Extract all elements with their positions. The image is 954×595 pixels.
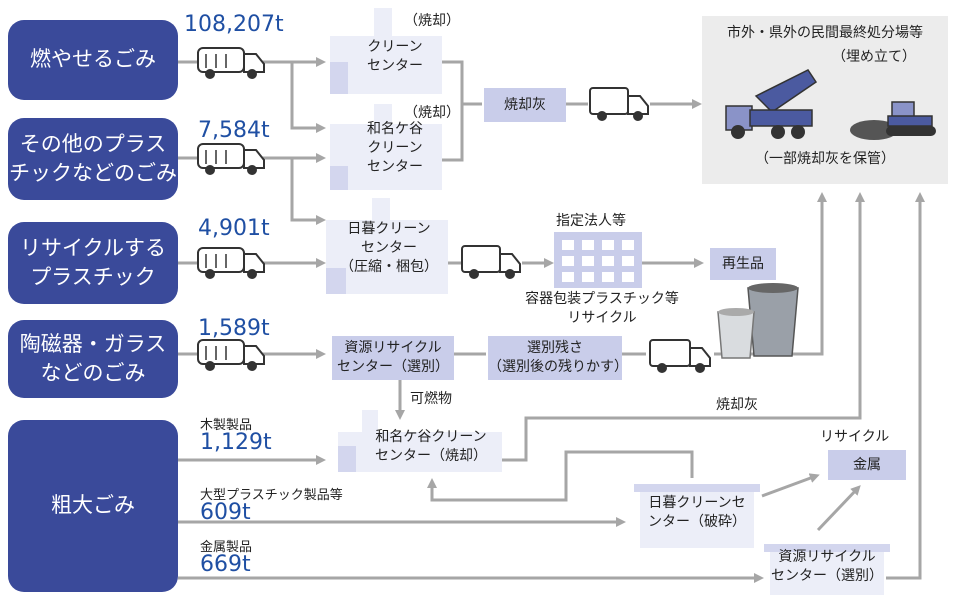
bulky-plastic-label: 大型プラスチック製品等 (200, 488, 343, 503)
facility-wanagaya: 和名ケ谷 クリーン センター (330, 104, 442, 190)
truck-icon (649, 339, 711, 373)
facility-clean-center: クリーン センター (330, 8, 442, 94)
category-recyclable-plastic: リサイクルする プラスチック (8, 222, 178, 304)
bulky-plastic-amount: 609t (200, 500, 251, 525)
recycled-products-box: 再生品 (710, 248, 776, 280)
bulky-metal-amount: 669t (200, 552, 251, 577)
category-label: 粗大ごみ (51, 493, 135, 518)
facility-name: クリーン センター (367, 39, 423, 74)
facility-name: 和名ケ谷 クリーン センター (367, 121, 423, 175)
category-label: リサイクルする プラスチック (20, 235, 166, 289)
recycle-label: リサイクル (820, 429, 890, 445)
combustible-label: 可燃物 (410, 391, 452, 407)
amount-burnable: 108,207t (184, 12, 284, 37)
facility-name: 日暮クリーン センター （圧縮・梱包） (340, 221, 438, 275)
garbage-truck-icon (197, 143, 265, 175)
facility-name: 資源リサイクル センター（選別） (771, 549, 883, 584)
metal-box: 金属 (828, 450, 906, 480)
ash-label: 焼却灰 (716, 397, 758, 413)
designated-corp-label: 指定法人等 (556, 213, 626, 229)
garbage-truck-icon (197, 247, 265, 279)
facility-name: 和名ケ谷クリーン センター（焼却） (375, 429, 487, 464)
container-recycle-label: 容器包装プラスチック等 リサイクル (525, 291, 679, 326)
bulky-wood-label: 木製製品 (200, 418, 253, 433)
amount-other-plastic: 7,584t (198, 118, 270, 143)
landfill-subtitle: （埋め立て） (832, 49, 916, 65)
amount-recyclable-plastic: 4,901t (198, 216, 270, 241)
dump-truck-icon (725, 69, 818, 139)
landfill-title: 市外・県外の民間最終処分場等 (727, 25, 923, 41)
incineration-tag: （焼却） (404, 13, 460, 29)
truck-icon (461, 245, 521, 279)
facility-higurashi-press: 日暮クリーン センター （圧縮・梱包） (326, 198, 448, 294)
building-icon (554, 232, 642, 288)
facility-wanagaya-2: 和名ケ谷クリーン センター（焼却） (338, 410, 502, 472)
facility-name: 日暮クリーンセ ンター（破砕） (648, 495, 746, 530)
facility-resource-recycle: 資源リサイクル センター（選別） (332, 336, 454, 380)
bulldozer-icon (850, 101, 936, 140)
category-burnable: 燃やせるごみ (8, 20, 178, 100)
facility-higurashi-crush: 日暮クリーンセ ンター（破砕） (634, 480, 760, 548)
category-label: 燃やせるごみ (30, 47, 156, 72)
amount-ceramics: 1,589t (198, 316, 270, 341)
category-ceramics-glass: 陶磁器・ガラス などのごみ (8, 320, 178, 398)
bulky-wood-amount: 1,129t (200, 430, 272, 455)
landfill-note: （一部焼却灰を保管） (755, 151, 895, 167)
residue-box: 選別残さ （選別後の残りかす） (488, 336, 628, 380)
category-label: 陶磁器・ガラス などのごみ (19, 331, 167, 385)
garbage-truck-icon (197, 47, 265, 79)
landfill-panel: 市外・県外の民間最終処分場等 （埋め立て） （一部焼却灰を保管） (702, 16, 948, 184)
category-other-plastic: その他のプラス チックなどのごみ (8, 118, 178, 200)
category-bulky: 粗大ごみ (8, 420, 178, 592)
garbage-truck-icon (197, 339, 265, 371)
category-label: その他のプラス チックなどのごみ (9, 131, 177, 185)
facility-resource-recycle-2: 資源リサイクル センター（選別） (764, 540, 890, 595)
bucket-icon (717, 283, 799, 359)
incineration-tag: （焼却） (404, 105, 460, 121)
ash-box: 焼却灰 (484, 88, 566, 122)
truck-icon (589, 87, 649, 121)
bulky-metal-label: 金属製品 (200, 540, 253, 555)
